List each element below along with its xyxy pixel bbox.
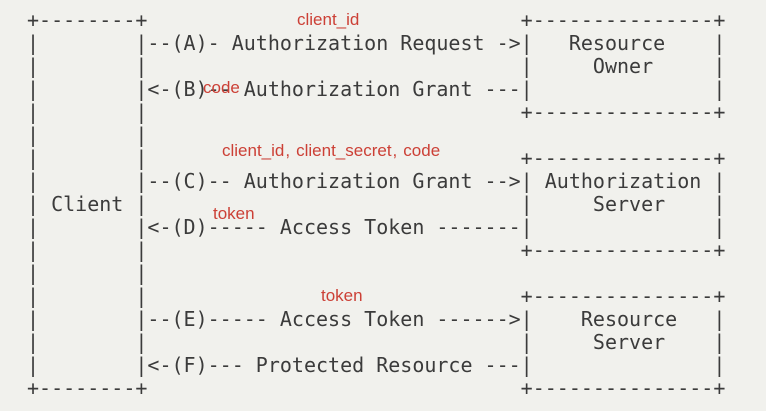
annotation-client-id: client_id bbox=[297, 10, 360, 29]
annotation-client-id-secret-code: client_id,client_secret,code bbox=[222, 141, 441, 160]
annotation-code: code bbox=[203, 78, 240, 97]
ascii-art-flow: +--------+ +---------------+ | |--(A)- A… bbox=[27, 8, 726, 400]
annotation-token-d: token bbox=[213, 204, 255, 223]
annotation-token-e: token bbox=[321, 286, 363, 305]
